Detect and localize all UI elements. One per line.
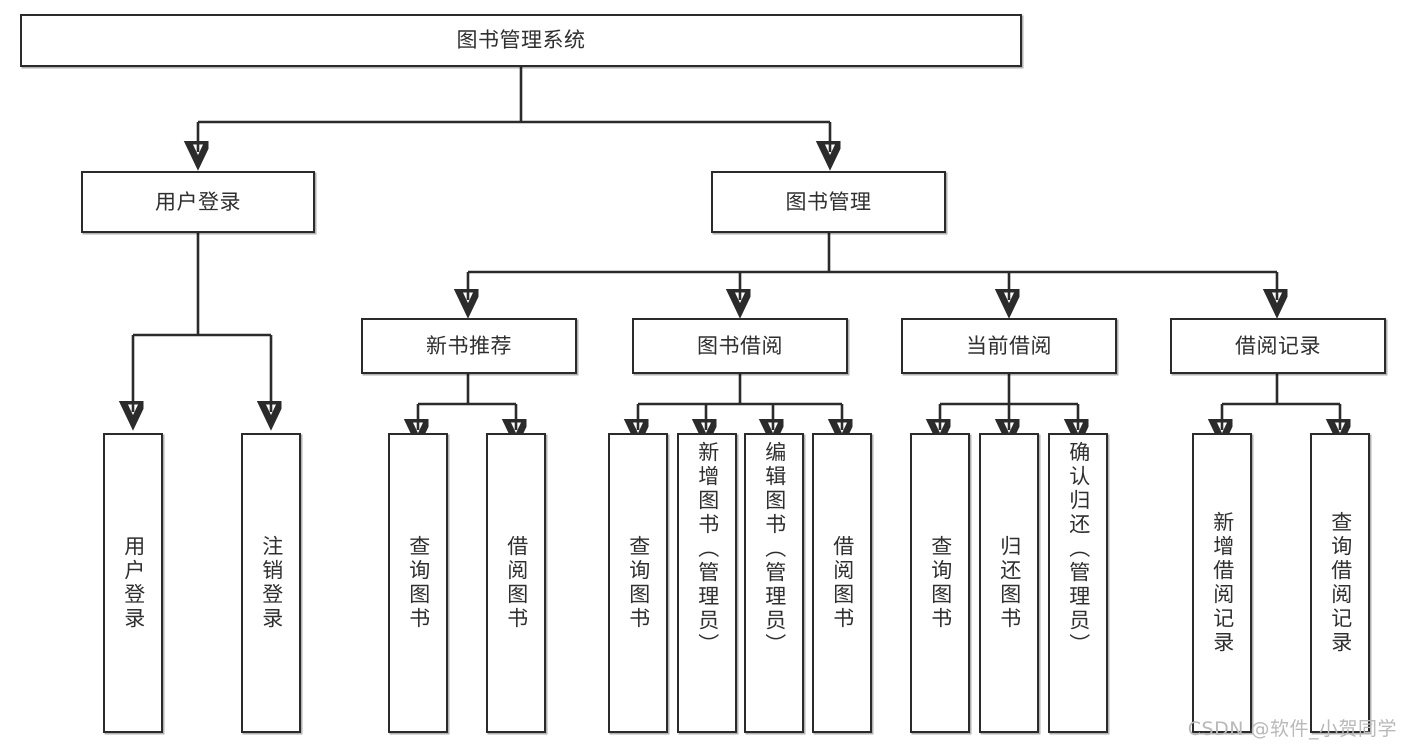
leaf-query-book-recommend[interactable]: 查询图书 [388,433,448,733]
node-root-book-management-system[interactable]: 图书管理系统 [20,14,1022,67]
leaf-borrow-book[interactable]: 借阅图书 [812,433,872,733]
node-book-borrow[interactable]: 图书借阅 [632,318,848,374]
leaf-add-borrow-record[interactable]: 新增借阅记录 [1192,433,1252,733]
leaf-label: 新增借阅记录 [1210,511,1235,655]
node-label: 图书借阅 [697,333,783,358]
leaf-query-book-current[interactable]: 查询图书 [910,433,970,733]
node-current-borrow[interactable]: 当前借阅 [901,318,1117,374]
leaf-add-book[interactable]: 新增图书（管理员） [677,433,737,733]
leaf-label: 确认归还（管理员） [1066,441,1091,657]
csdn-watermark: CSDN @软件_小贺同学 [1187,718,1397,740]
leaf-label: 用户登录 [121,535,146,631]
node-label: 新书推荐 [426,333,512,358]
leaf-edit-book[interactable]: 编辑图书（管理员） [744,433,804,733]
node-new-book-recommend[interactable]: 新书推荐 [361,318,577,374]
leaf-label: 归还图书 [997,535,1022,631]
node-label: 图书管理 [785,189,872,214]
leaf-label: 注销登录 [259,535,284,631]
leaf-logout-login[interactable]: 注销登录 [241,433,301,733]
leaf-return-book[interactable]: 归还图书 [979,433,1039,733]
node-label: 借阅记录 [1235,333,1321,358]
leaf-label: 借阅图书 [504,535,529,631]
node-label: 用户登录 [155,189,241,214]
leaf-user-login[interactable]: 用户登录 [103,433,163,733]
leaf-label: 编辑图书（管理员） [762,441,787,657]
node-user-login[interactable]: 用户登录 [81,171,315,233]
leaf-label: 查询图书 [928,535,953,631]
leaf-label: 查询借阅记录 [1328,511,1353,655]
leaf-label: 新增图书（管理员） [695,441,720,657]
leaf-confirm-return[interactable]: 确认归还（管理员） [1048,433,1108,733]
leaf-label: 查询图书 [626,535,651,631]
leaf-label: 借阅图书 [830,535,855,631]
leaf-query-book-borrow[interactable]: 查询图书 [608,433,668,733]
node-label: 当前借阅 [966,333,1052,358]
leaf-borrow-book-recommend[interactable]: 借阅图书 [486,433,546,733]
node-label: 图书管理系统 [456,28,586,53]
leaf-query-borrow-record[interactable]: 查询借阅记录 [1310,433,1370,733]
leaf-label: 查询图书 [406,535,431,631]
node-borrow-record[interactable]: 借阅记录 [1170,318,1386,374]
node-book-manage[interactable]: 图书管理 [711,171,946,233]
